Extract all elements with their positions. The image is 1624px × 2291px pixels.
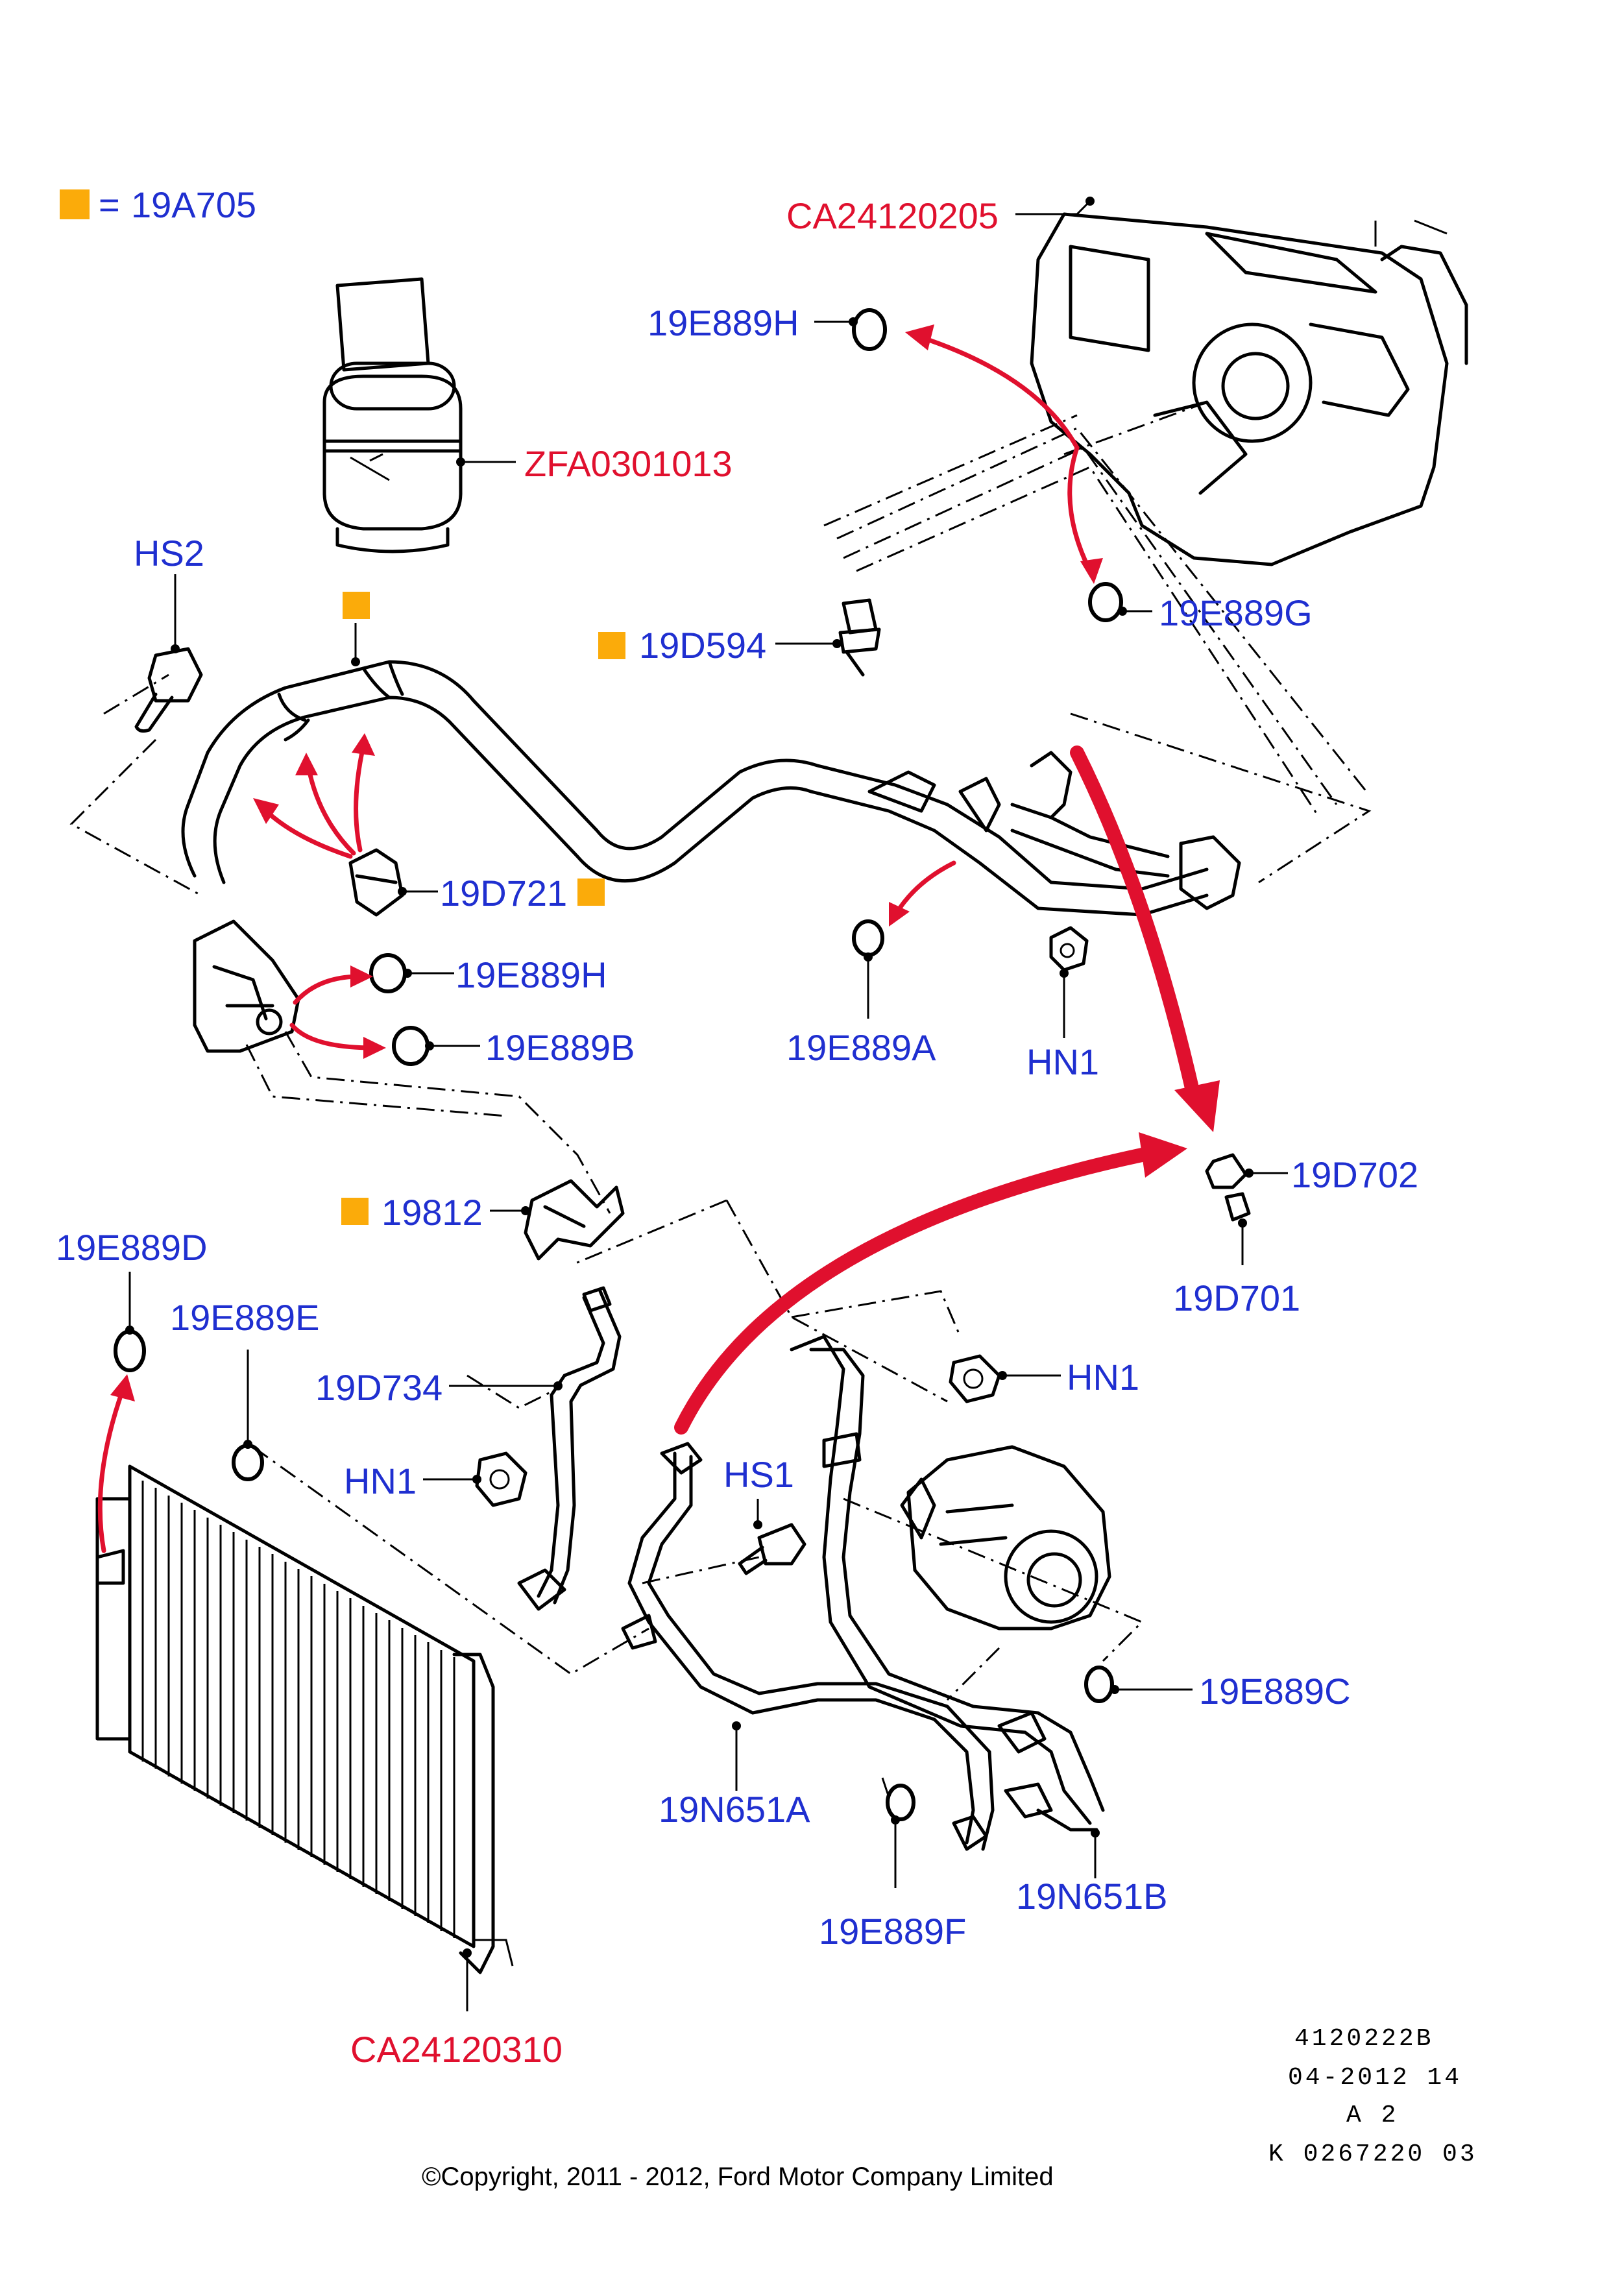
label-19d721: 19D721: [440, 873, 567, 914]
condenser: [95, 1464, 514, 1974]
label-hs1: HS1: [723, 1454, 794, 1495]
marker-19d594: [598, 632, 625, 659]
temperature-sensor: [348, 848, 404, 917]
o-ring-19e889a: [852, 919, 884, 957]
marker-19d721: [577, 879, 605, 906]
label-19d701: 19D701: [1173, 1278, 1300, 1318]
ref-line-3: A 2: [1346, 2102, 1398, 2129]
o-ring-19e889e: [232, 1444, 264, 1481]
label-19e889f: 19E889F: [819, 1911, 966, 1952]
hn1-nut-top: [1049, 926, 1089, 972]
legend-marker: [60, 189, 90, 219]
copyright: ©Copyright, 2011 - 2012, Ford Motor Comp…: [422, 2163, 1054, 2191]
o-ring-19e889g: [1088, 582, 1123, 622]
red-arrows: [97, 324, 1220, 1553]
label-ca24120205: CA24120205: [786, 195, 999, 236]
label-19e889h-mid: 19E889H: [455, 954, 607, 995]
legend: = 19A705: [60, 184, 256, 225]
legend-equals: =: [99, 184, 120, 225]
label-19d702: 19D702: [1291, 1154, 1418, 1195]
o-ring-19e889h-top: [852, 308, 887, 351]
o-ring-19e889b: [392, 1026, 430, 1066]
o-ring-19e889c: [1084, 1666, 1114, 1703]
label-hn1-left: HN1: [344, 1461, 417, 1501]
pressure-switch: [838, 598, 881, 677]
suction-hose-assembly: [181, 660, 1241, 1053]
marker-suction-hose: [343, 592, 370, 619]
ref-line-2: 04-2012 14: [1288, 2064, 1462, 2092]
label-hs2: HS2: [134, 533, 204, 574]
label-19812: 19812: [382, 1192, 483, 1233]
label-19e889d: 19E889D: [56, 1227, 208, 1268]
o-ring-19e889f: [886, 1784, 915, 1821]
label-19d594: 19D594: [639, 625, 766, 666]
hn1-nut-left: [475, 1451, 527, 1507]
label-19e889b: 19E889B: [485, 1027, 635, 1068]
label-hn1-top: HN1: [1026, 1041, 1099, 1082]
ref-line-1: 4120222B: [1294, 2025, 1433, 2053]
hs1-bolt: [738, 1523, 806, 1575]
label-19e889e: 19E889E: [170, 1297, 319, 1338]
label-19e889h-top: 19E889H: [648, 302, 799, 343]
drawing-reference: 4120222B 04-2012 14 A 2 K 0267220 03: [1268, 2025, 1477, 2168]
label-19e889a: 19E889A: [786, 1027, 936, 1068]
line-clip-bracket: [524, 1179, 625, 1261]
label-19n651b: 19N651B: [1016, 1876, 1168, 1917]
discharge-suction-lines: [621, 1335, 1105, 1851]
label-hn1-mid: HN1: [1067, 1357, 1139, 1398]
label-19e889g: 19E889G: [1159, 592, 1313, 633]
o-rings: [114, 308, 1123, 1821]
part-labels: CA24120205 19E889H ZFA0301013 HS2 19D594…: [56, 195, 1418, 2070]
orange-markers: [341, 592, 625, 1225]
compressor: [900, 1445, 1111, 1630]
label-19n651a: 19N651A: [659, 1789, 810, 1830]
leader-lines: [125, 197, 1288, 2011]
label-zfa0301013: ZFA0301013: [524, 443, 733, 484]
o-ring-19e889d: [114, 1329, 146, 1372]
label-ca24120310: CA24120310: [350, 2029, 563, 2070]
accumulator-drier: [322, 277, 463, 553]
hs2-bolt: [134, 647, 203, 733]
o-ring-19e889h-mid: [369, 953, 407, 993]
marker-19812: [341, 1198, 369, 1225]
service-valve-caps: [1205, 1153, 1251, 1222]
legend-part: 19A705: [131, 184, 256, 225]
hn1-nut-mid: [949, 1354, 1001, 1403]
alignment-lines: [69, 401, 1372, 1817]
liquid-line: [517, 1286, 622, 1611]
label-19e889c: 19E889C: [1199, 1671, 1351, 1712]
ref-line-4: K 0267220 03: [1268, 2140, 1477, 2168]
label-19d734: 19D734: [315, 1367, 442, 1408]
heater-evaporator-housing: [1030, 212, 1468, 566]
